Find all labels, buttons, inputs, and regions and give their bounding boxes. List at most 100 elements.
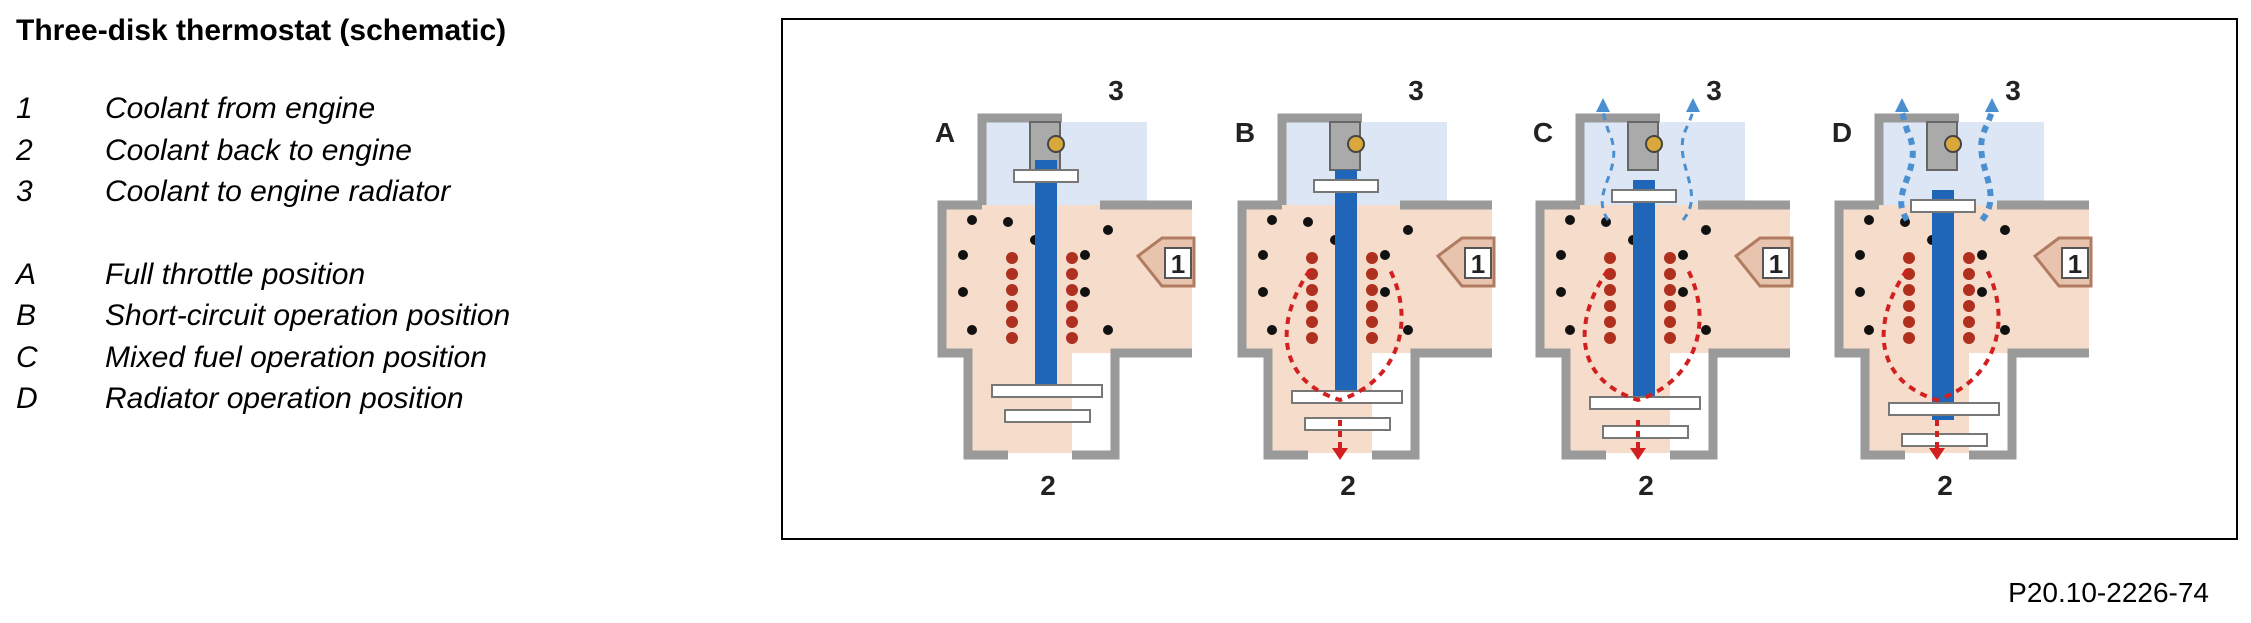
spring-coil	[1366, 268, 1378, 280]
spring-coil	[1604, 316, 1616, 328]
legend-text: Coolant back to engine	[105, 133, 412, 167]
port-label-inlet: 1	[2068, 249, 2082, 279]
valve-stem	[1932, 190, 1954, 420]
spring-coil	[1006, 284, 1018, 296]
coolant-chamber	[942, 205, 1192, 353]
spring-coil	[1306, 300, 1318, 312]
legend-text: Radiator operation position	[105, 382, 464, 415]
port-label-outlet: 2	[1340, 470, 1356, 501]
spring-coil	[1903, 284, 1915, 296]
housing-wall	[1575, 113, 1660, 205]
position-letter: C	[1533, 117, 1553, 148]
housing-wall	[1874, 113, 1959, 205]
flow-arrow-head	[1895, 98, 1909, 112]
coolant-chamber	[1540, 205, 1790, 353]
spring-coil	[1604, 300, 1616, 312]
spring-coil	[1604, 332, 1616, 344]
valve-disk-middle	[991, 384, 1103, 398]
spring-coil-dot	[1855, 287, 1865, 297]
spring-coil-dot	[958, 250, 968, 260]
flow-arrow-head	[1332, 448, 1348, 460]
flow-arrow-head	[1985, 98, 1999, 112]
spring-coil-dot	[1303, 217, 1313, 227]
legend-key: A	[16, 257, 37, 291]
spring-coil	[1066, 284, 1078, 296]
spring-coil	[1006, 332, 1018, 344]
housing-wall	[1969, 348, 2089, 460]
valve-disk-lower	[1004, 409, 1091, 423]
spring-coil-dot	[1678, 287, 1688, 297]
thermo-pin-icon	[1047, 135, 1065, 153]
spring-coil	[1006, 268, 1018, 280]
spring-coil-dot	[1556, 250, 1566, 260]
valve-disk-lower	[1901, 433, 1988, 447]
housing-wall	[1372, 348, 1492, 460]
spring-coil-dot	[1080, 250, 1090, 260]
spring-coil	[1664, 284, 1676, 296]
valve-disk-upper	[1013, 169, 1079, 183]
housing-wall	[1535, 200, 1606, 460]
valve-disk-upper	[1313, 179, 1379, 193]
spring-coil-dot	[1556, 287, 1566, 297]
legend-text: Coolant to engine radiator	[105, 175, 451, 208]
legend-key: 3	[16, 175, 33, 208]
legend-text: Short-circuit operation position	[105, 299, 511, 332]
spring-coil-dot	[1380, 287, 1390, 297]
valve-disk-middle	[1589, 396, 1701, 410]
spring-coil-dot	[1864, 325, 1874, 335]
spring-coil-dot	[1977, 250, 1987, 260]
spring-coil-dot	[958, 287, 968, 297]
port-label-outlet: 2	[1040, 470, 1056, 501]
housing-wall	[1670, 348, 1790, 460]
valve-disk-upper	[1910, 199, 1976, 213]
spring-coil	[1664, 252, 1676, 264]
spring-coil	[1306, 284, 1318, 296]
port-label-inlet: 1	[1471, 249, 1485, 279]
port-label-inlet: 1	[1171, 249, 1185, 279]
flow-arrow-head	[1596, 98, 1610, 112]
spring-coil	[1366, 252, 1378, 264]
spring-coil	[1604, 252, 1616, 264]
spring-coil-dot	[1403, 225, 1413, 235]
spring-coil	[1066, 252, 1078, 264]
inlet-label-box	[1164, 247, 1192, 279]
legend-text: Full throttle position	[105, 257, 366, 291]
radiator-flow-line	[1680, 111, 1695, 221]
spring-coil-dot	[1267, 325, 1277, 335]
spring-coil-dot	[1678, 250, 1688, 260]
housing-wall	[1072, 348, 1192, 460]
radiator-chamber	[1879, 122, 2044, 205]
spring-coil-dot	[1267, 215, 1277, 225]
diagram-frame	[781, 18, 2238, 540]
spring-coil	[1963, 268, 1975, 280]
inlet-label-box	[1762, 247, 1790, 279]
spring-coil-dot	[1977, 287, 1987, 297]
coolant-chamber	[1242, 205, 1492, 353]
thermostat-panel-a: 1 A 3 2	[935, 75, 1196, 501]
spring-coil-dot	[1403, 325, 1413, 335]
spring-coil	[1903, 332, 1915, 344]
spring-coil-dot	[2000, 225, 2010, 235]
position-letter: D	[1832, 117, 1852, 148]
spring-coil-dot	[1103, 325, 1113, 335]
spring-coil	[1306, 316, 1318, 328]
valve-stem	[1633, 180, 1655, 410]
spring-coil-dot	[1701, 325, 1711, 335]
valve-stem	[1335, 170, 1357, 400]
port-label-radiator: 3	[1408, 75, 1424, 106]
position-letter: A	[935, 117, 955, 148]
inlet-label-box	[1464, 247, 1492, 279]
spring-coil	[1006, 316, 1018, 328]
legend-key: C	[16, 340, 38, 374]
valve-stem	[1035, 160, 1057, 390]
spring-coil	[1963, 252, 1975, 264]
port-label-outlet: 2	[1937, 470, 1953, 501]
spring-coil	[1066, 316, 1078, 328]
legend-text: Coolant from engine	[105, 92, 376, 125]
spring-coil	[1366, 300, 1378, 312]
radiator-flow-line	[1978, 110, 1995, 222]
port-label-radiator: 3	[1108, 75, 1124, 106]
